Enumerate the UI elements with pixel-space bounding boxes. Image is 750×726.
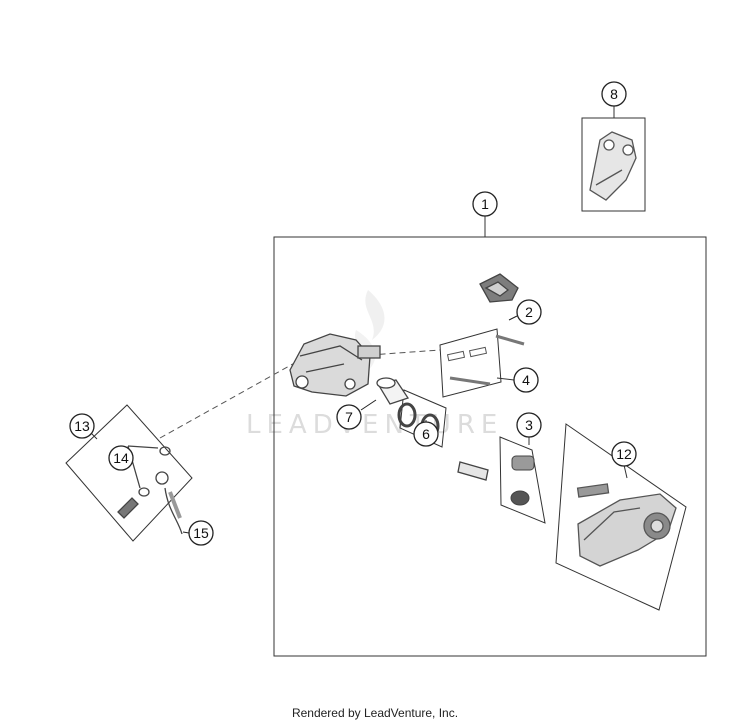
bleeder-parts [510,455,535,506]
svg-text:15: 15 [193,525,209,541]
caliper-holder-frame [555,423,687,611]
watermark-text: LEADVENTURE [246,410,503,440]
callout-2: 2 [508,299,542,325]
callout-13: 13 [69,413,95,439]
brake-pad-bracket-part [589,131,637,201]
callout-6: 6 [413,421,439,447]
callout-1: 1 [472,191,498,217]
svg-text:7: 7 [345,409,353,425]
pin-kit-frame [439,328,502,398]
callout-15: 15 [182,520,214,546]
bleeder-kit-frame [499,436,546,524]
svg-text:3: 3 [525,417,533,433]
callout-3: 3 [516,412,542,438]
cable-part [164,487,183,535]
sensor-ring-parts [127,445,171,497]
svg-text:13: 13 [74,418,90,434]
svg-text:6: 6 [422,426,430,442]
footer-credit: Rendered by LeadVenture, Inc. [291,706,459,720]
brake-pad-part [479,273,525,346]
svg-text:12: 12 [616,446,632,462]
callout-4: 4 [513,367,539,393]
callout-8: 8 [601,81,627,107]
caliper-holder-part [576,483,677,567]
seal-kit-frame [399,389,447,448]
sensor-part [117,497,139,519]
svg-text:2: 2 [525,304,533,320]
brake-piston-part [376,377,410,405]
brake-caliper-part [289,333,381,397]
svg-text:1: 1 [481,196,489,212]
callout-7: 7 [336,399,377,430]
pin-kit-parts [446,346,491,386]
sensor-kit-frame [65,404,193,542]
guide-pin-part [457,461,489,481]
main-assembly-frame [273,236,707,657]
svg-text:14: 14 [113,450,129,466]
bracket-frame [581,117,646,212]
callout-12: 12 [611,441,637,467]
callout-14: 14 [108,445,134,471]
svg-text:4: 4 [522,372,530,388]
svg-text:8: 8 [610,86,618,102]
